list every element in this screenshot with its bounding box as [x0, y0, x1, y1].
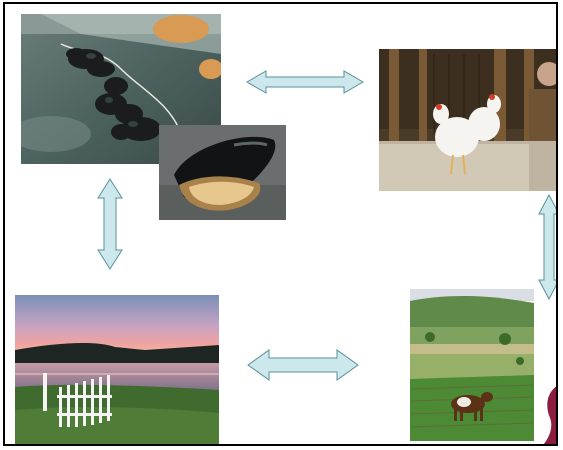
- diagram-frame: [3, 2, 558, 446]
- double-arrow-coast-mussels: [97, 178, 123, 270]
- coastal-sunset-photo: [15, 295, 219, 444]
- double-arrow-mussels-chickens: [246, 70, 364, 94]
- mussel-photo: [21, 14, 221, 164]
- open-mussel-photo: [159, 125, 286, 220]
- double-arrow-farmland-coast: [247, 349, 359, 381]
- corner-accent-shape: [540, 384, 556, 444]
- farmland-cow-photo: [410, 289, 534, 441]
- double-arrow-chickens-farmland: [538, 193, 556, 301]
- chicken-photo: [379, 49, 556, 191]
